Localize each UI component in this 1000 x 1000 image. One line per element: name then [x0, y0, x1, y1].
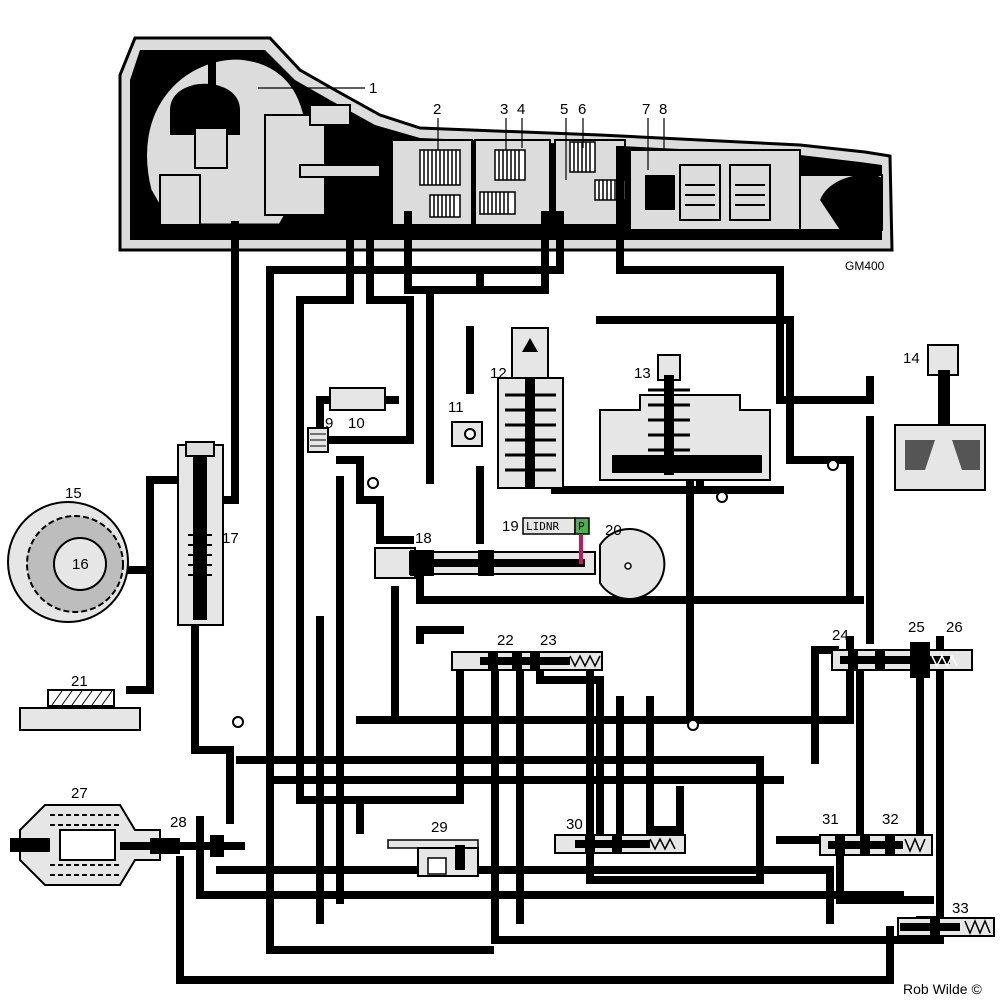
label-17: 17	[222, 530, 239, 547]
label-22: 22	[497, 632, 514, 649]
label-19: 19	[502, 518, 519, 535]
vacuum-modulator-27	[10, 804, 245, 886]
pump-inner-gear	[53, 537, 107, 591]
clutch-pack-3	[479, 149, 526, 215]
label-10: 10	[348, 415, 365, 432]
pressure-regulator-valve	[177, 441, 224, 626]
pump-gear-assembly	[7, 501, 129, 623]
label-16: 16	[72, 556, 89, 573]
selector-active: P	[578, 520, 585, 533]
accumulator-13	[599, 354, 771, 481]
label-33: 33	[952, 900, 969, 917]
label-5: 5	[560, 101, 568, 118]
label-6: 6	[578, 101, 586, 118]
oil-filter	[19, 689, 141, 731]
shift-valve-22-23	[451, 651, 603, 671]
valve-28	[150, 835, 224, 857]
label-27: 27	[71, 785, 88, 802]
author-credit: Rob Wilde ©	[903, 981, 982, 997]
valve-29	[387, 839, 479, 877]
valve-12	[497, 327, 564, 489]
label-1: 1	[369, 80, 377, 97]
selector-letters: LIDNR	[526, 520, 559, 533]
callout-labels: 1 2 3 4 5 6 7 8 9 10 11 12 13 14 15 16 1…	[65, 80, 969, 917]
label-3: 3	[500, 101, 508, 118]
label-8: 8	[659, 101, 667, 118]
label-29: 29	[431, 819, 448, 836]
label-14: 14	[903, 350, 920, 367]
governor-14	[894, 344, 986, 491]
label-12: 12	[490, 365, 507, 382]
label-20: 20	[605, 522, 622, 539]
label-28: 28	[170, 814, 187, 831]
shift-valve-31-32	[819, 834, 933, 856]
model-label: GM400	[845, 259, 885, 273]
label-30: 30	[566, 816, 583, 833]
selector-linkage	[579, 534, 583, 564]
valve-30	[554, 834, 686, 854]
label-21: 21	[71, 673, 88, 690]
label-26: 26	[946, 619, 963, 636]
label-25: 25	[908, 619, 925, 636]
label-13: 13	[634, 365, 651, 382]
label-15: 15	[65, 485, 82, 502]
label-31: 31	[822, 811, 839, 828]
label-11: 11	[448, 399, 464, 416]
label-2: 2	[433, 101, 441, 118]
accumulator-10	[329, 387, 386, 411]
label-23: 23	[540, 632, 557, 649]
check-balls	[232, 459, 839, 731]
valve-33	[897, 917, 995, 937]
label-9: 9	[325, 415, 333, 432]
shift-valve-24-26	[831, 642, 973, 678]
clutch-pack-2	[419, 149, 461, 218]
label-7: 7	[642, 101, 650, 118]
gear-selector: LIDNR P	[522, 517, 590, 564]
manual-valve-18	[374, 547, 596, 579]
label-18: 18	[415, 530, 432, 547]
label-32: 32	[882, 811, 899, 828]
check-valve-9	[307, 427, 329, 453]
label-4: 4	[517, 101, 525, 118]
label-24: 24	[832, 627, 849, 644]
check-ball-11	[451, 421, 483, 447]
detent-dial-20	[599, 528, 666, 600]
